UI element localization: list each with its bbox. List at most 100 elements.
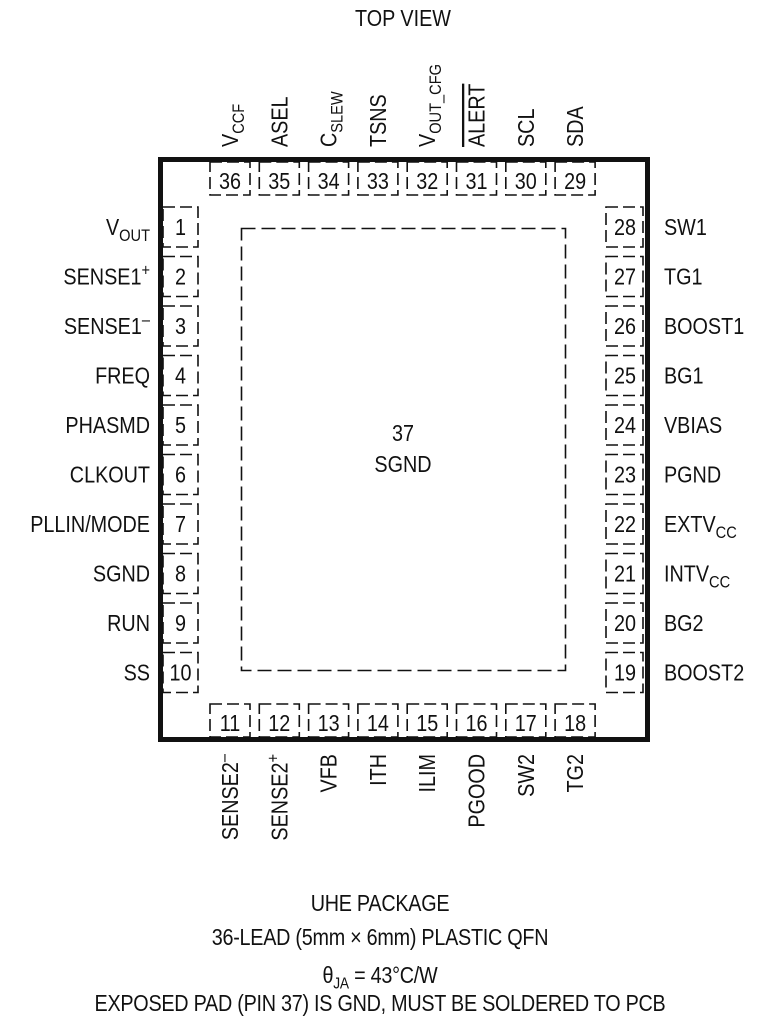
pin-number: 34: [318, 169, 340, 195]
bottom-pin-group: 11SENSE2–12SENSE2+13VFB14ITH15ILIM16PGOO…: [209, 703, 596, 841]
pin-number: 17: [515, 711, 537, 737]
pin-pad: [605, 651, 644, 694]
pin-pad: [504, 703, 547, 738]
pin-number: 8: [175, 561, 186, 587]
pin-number: 35: [268, 169, 290, 195]
pin-name: BOOST1: [664, 314, 744, 340]
pin-number: 14: [367, 711, 389, 737]
pin-number: 2: [175, 264, 186, 290]
pin-pad: [209, 161, 251, 196]
pin-number: 30: [515, 169, 537, 195]
pin-23: 23 PGND: [605, 453, 721, 496]
pin-name: INTVCC: [664, 561, 730, 592]
theta-subscript: JA: [333, 975, 349, 993]
exposed-pad: [240, 227, 567, 672]
pin-pad: [258, 703, 301, 738]
pin-35: 35 ASEL: [258, 96, 301, 196]
pin-pad: [605, 354, 644, 397]
package-outline: [158, 157, 650, 742]
pin-name: SS: [124, 660, 150, 686]
top-view-title: TOP VIEW: [355, 6, 452, 32]
pin-30: 30 SCL: [504, 108, 547, 196]
pin-number: 29: [564, 169, 586, 195]
pin-pad: [406, 161, 449, 196]
pin-number: 5: [175, 413, 186, 439]
theta-symbol: θ: [322, 962, 334, 988]
pin-number: 19: [614, 660, 636, 686]
pin-number: 31: [465, 169, 487, 195]
thermal-resistance: θJA = 43°C/W: [53, 962, 707, 994]
pin-pad: [504, 161, 547, 196]
pin-number: 25: [614, 363, 636, 389]
pin-number: 13: [318, 711, 340, 737]
pin-pad: [357, 703, 399, 738]
pin-name: PGND: [664, 462, 721, 488]
pin-pad: [605, 305, 644, 347]
pin-name: SENSE2–: [215, 754, 243, 840]
top-pin-group: 36VCCF35ASEL34CSLEW33TSNS32VOUT_CFG31ALE…: [209, 64, 596, 196]
pin-pad: [258, 161, 301, 196]
pin-pad: [605, 552, 644, 595]
pin-pad: [209, 703, 251, 738]
pin-name: VOUT: [106, 215, 150, 246]
pin-name: VOUT_CFG: [415, 64, 446, 147]
pin-number: 3: [175, 314, 186, 340]
theta-value: = 43°C/W: [348, 962, 438, 988]
pin-36: 36 VCCF: [209, 103, 251, 196]
pin-name: ASEL: [267, 96, 293, 147]
pin-name: ALERT: [464, 84, 490, 147]
pin-number: 23: [614, 462, 636, 488]
pin-name: ILIM: [415, 754, 441, 792]
pin-name: PGOOD: [464, 754, 490, 828]
pin-number: 36: [219, 169, 241, 195]
pin-number: 33: [367, 169, 389, 195]
pin-name: PLLIN/MODE: [30, 512, 150, 538]
exposed-pad-note: EXPOSED PAD (PIN 37) IS GND, MUST BE SOL…: [94, 990, 666, 1016]
pin-pad: [455, 703, 498, 738]
pin-name: SW2: [513, 754, 539, 797]
pin-pad: [162, 453, 199, 496]
left-pin-group: 1VOUT2SENSE1+3SENSE1–4FREQ5PHASMD6CLKOUT…: [30, 206, 199, 694]
pin-number: 11: [220, 711, 241, 737]
pin-number: 12: [268, 711, 290, 737]
pin-pad: [455, 161, 498, 196]
pin-pad: [307, 161, 350, 196]
pin-number: 20: [614, 611, 636, 637]
pin-pad: [162, 503, 199, 545]
pin-number: 27: [614, 264, 636, 290]
pin-name: ITH: [366, 754, 392, 786]
pin-number: 18: [564, 711, 586, 737]
pin-pad: [162, 602, 199, 644]
pin-name: VBIAS: [664, 413, 722, 439]
pin-pad: [162, 651, 199, 694]
pin-pad: [406, 703, 449, 738]
pin-number: 16: [465, 711, 487, 737]
pin-number: 15: [416, 711, 438, 737]
pin-name: VCCF: [218, 103, 249, 147]
pin-pad: [605, 453, 644, 496]
pin-name: RUN: [107, 611, 150, 637]
exposed-pad-number: 37: [392, 421, 414, 447]
pin-name: SCL: [513, 108, 539, 147]
pin-name: CLKOUT: [70, 462, 150, 488]
